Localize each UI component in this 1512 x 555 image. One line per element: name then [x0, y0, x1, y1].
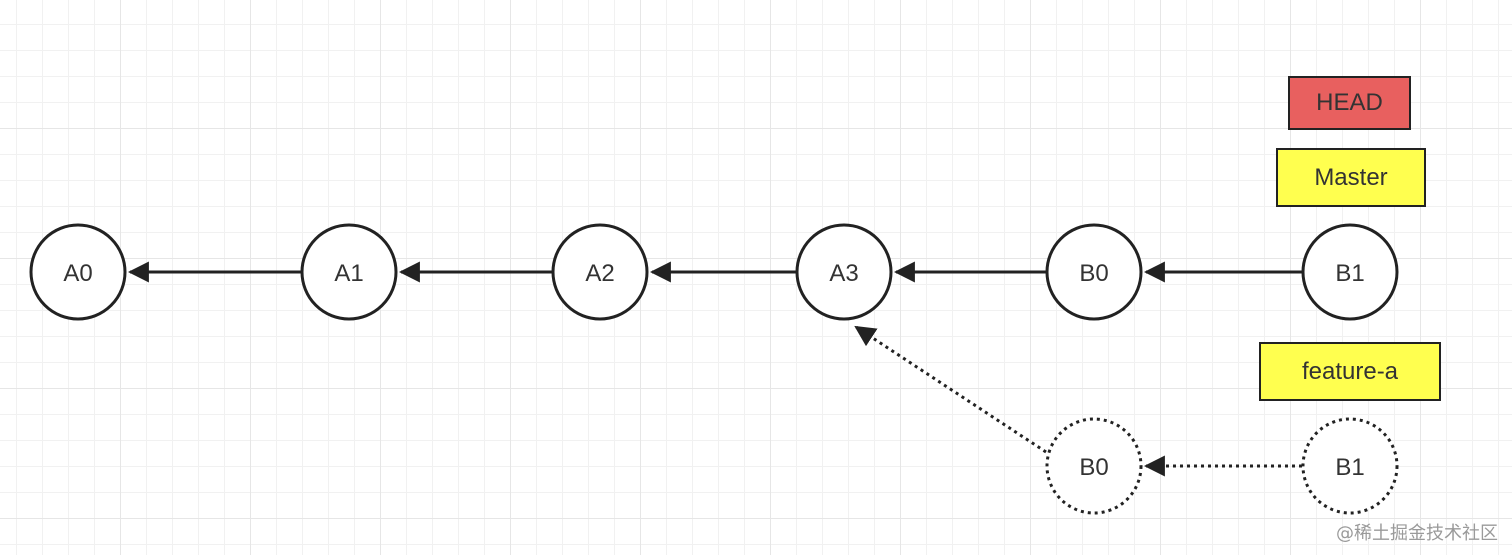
commit-label: A2 — [585, 260, 614, 287]
feature-branch-label: feature-a — [1259, 342, 1441, 401]
commit-label: B1 — [1335, 260, 1364, 287]
commit-label: B0 — [1079, 260, 1108, 287]
head-ref-label: HEAD — [1288, 76, 1411, 130]
commit-node-b1: B1 — [1301, 223, 1399, 321]
commit-label: B0 — [1079, 454, 1108, 481]
commit-node-dashed-b1: B1 — [1301, 417, 1399, 515]
commit-node-a2: A2 — [551, 223, 649, 321]
commit-label: A1 — [334, 260, 363, 287]
commit-node-a0: A0 — [29, 223, 127, 321]
commit-node-a1: A1 — [300, 223, 398, 321]
master-branch-label: Master — [1276, 148, 1426, 207]
commit-node-dashed-b0: B0 — [1045, 417, 1143, 515]
watermark: @稀土掘金技术社区 — [1336, 523, 1498, 544]
commit-node-b0: B0 — [1045, 223, 1143, 321]
commit-label: B1 — [1335, 454, 1364, 481]
commit-node-a3: A3 — [795, 223, 893, 321]
commit-label: A0 — [63, 260, 92, 287]
edge-dashed-b0-to-a3 — [854, 325, 1047, 454]
commit-label: A3 — [829, 260, 858, 287]
